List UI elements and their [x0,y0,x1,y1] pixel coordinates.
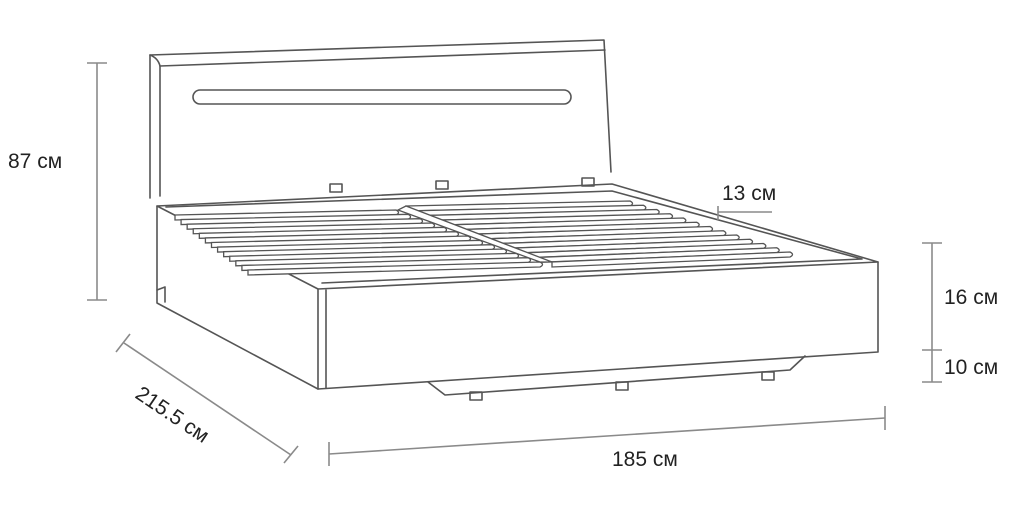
headboard-mount-mid [435,180,449,190]
dimension-height-total [87,62,107,301]
headboard-mount-right [581,177,595,187]
label-depth: 215.5 см [131,382,213,448]
dimension-width [328,406,886,466]
label-leg-height: 10 см [944,356,998,379]
slat-base [174,200,794,276]
label-width: 185 см [612,448,678,471]
headboard [149,39,612,199]
label-frame-height: 16 см [944,286,998,309]
leg-right [761,371,775,381]
leg-left [469,391,483,401]
headboard-handle-slot [192,89,572,105]
headboard-mount-left [329,183,343,193]
slat-right-13 [551,251,794,268]
leg-center [615,381,629,391]
dimension-frame-and-legs [922,242,942,383]
label-mattress-inset: 13 см [722,182,776,205]
dimension-depth [115,333,299,464]
slat-center-rail [396,205,553,263]
dimension-mattress-inset [717,206,772,220]
label-height-total: 87 см [8,150,62,173]
